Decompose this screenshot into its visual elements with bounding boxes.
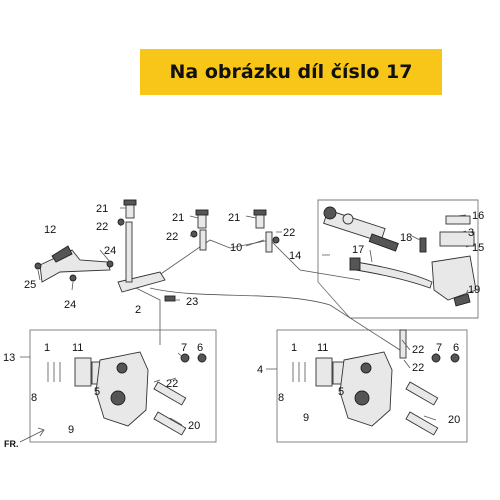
callout-21: 21 xyxy=(172,212,184,224)
callout-15: 15 xyxy=(472,242,484,254)
master-cylinder-group-box xyxy=(317,199,479,319)
washer xyxy=(117,218,125,226)
callout-23: 23 xyxy=(186,296,198,308)
callout-6: 6 xyxy=(453,342,459,354)
callout-9: 9 xyxy=(68,424,74,436)
right-hose-fitting xyxy=(399,329,407,359)
callout-21: 21 xyxy=(228,212,240,224)
banjo-bolt-right xyxy=(253,209,267,229)
callout-5: 5 xyxy=(94,386,100,398)
washer xyxy=(34,262,42,270)
banjo-bolt-left xyxy=(123,199,137,219)
lever-pivot-bolt xyxy=(419,237,427,253)
callout-3: 3 xyxy=(468,227,474,239)
master-cylinder-body xyxy=(431,215,477,301)
brake-hose-line-upper xyxy=(154,239,271,279)
right-caliper-group-box xyxy=(276,329,468,443)
banner-text: Na obrázku díl číslo 17 xyxy=(169,61,413,83)
callout-6: 6 xyxy=(197,342,203,354)
hose-fitting-mid xyxy=(199,229,207,251)
callout-8: 8 xyxy=(31,392,37,404)
callout-16: 16 xyxy=(472,210,484,222)
callout-21: 21 xyxy=(96,203,108,215)
callout-25: 25 xyxy=(24,279,36,291)
front-direction-arrow xyxy=(19,427,45,443)
washer xyxy=(69,274,77,282)
callout-22: 22 xyxy=(412,362,424,374)
left-caliper-group-box xyxy=(29,329,217,443)
callout-10: 10 xyxy=(230,242,242,254)
washer xyxy=(106,260,114,268)
right-caliper-body xyxy=(339,351,393,427)
left-bleeder xyxy=(180,353,207,363)
callout-9: 9 xyxy=(303,412,309,424)
left-pad-springs xyxy=(47,362,61,382)
brake-switch xyxy=(453,293,471,307)
left-caliper-pins xyxy=(153,381,187,436)
callout-20: 20 xyxy=(448,414,460,426)
master-cylinder-spring xyxy=(368,233,399,252)
callout-22: 22 xyxy=(96,221,108,233)
leader-lines xyxy=(20,207,471,426)
front-direction-label: FR. xyxy=(4,439,19,449)
small-bolt xyxy=(164,295,176,302)
callout-7: 7 xyxy=(181,342,187,354)
callout-22: 22 xyxy=(283,227,295,239)
callout-11: 11 xyxy=(317,342,328,354)
part-number-banner: Na obrázku díl číslo 17 xyxy=(140,49,442,95)
callout-24: 24 xyxy=(104,245,116,257)
callout-14: 14 xyxy=(289,250,301,262)
callout-20: 20 xyxy=(188,420,200,432)
callout-12: 12 xyxy=(44,224,56,236)
callout-2: 2 xyxy=(135,304,141,316)
banjo-bolt-mid xyxy=(195,209,209,229)
callout-8: 8 xyxy=(278,392,284,404)
brake-hose-line-to-master xyxy=(269,239,361,281)
brake-lever xyxy=(349,257,433,289)
callout-1: 1 xyxy=(291,342,297,354)
callout-5: 5 xyxy=(338,386,344,398)
brake-hose-line xyxy=(149,287,401,351)
callout-22: 22 xyxy=(166,231,178,243)
hose-joint xyxy=(117,271,166,293)
callout-19: 19 xyxy=(468,284,480,296)
bracket-clip xyxy=(51,245,73,263)
callout-22: 22 xyxy=(412,344,424,356)
callout-7: 7 xyxy=(436,342,442,354)
callout-18: 18 xyxy=(400,232,412,244)
hose-pipe xyxy=(125,221,133,283)
callout-22: 22 xyxy=(166,378,178,390)
master-cylinder-piston-kit xyxy=(323,206,386,243)
washer xyxy=(272,236,280,244)
right-pad-springs xyxy=(292,362,306,382)
callout-4: 4 xyxy=(257,364,263,376)
callout-11: 11 xyxy=(72,342,83,354)
callout-24: 24 xyxy=(64,299,76,311)
right-caliper-pins xyxy=(405,381,439,436)
callout-17: 17 xyxy=(352,244,364,256)
left-caliper-body xyxy=(95,351,149,427)
callout-13: 13 xyxy=(3,352,15,364)
hose-fitting-right xyxy=(265,231,273,253)
right-brake-pads xyxy=(315,357,346,387)
callout-1: 1 xyxy=(44,342,50,354)
